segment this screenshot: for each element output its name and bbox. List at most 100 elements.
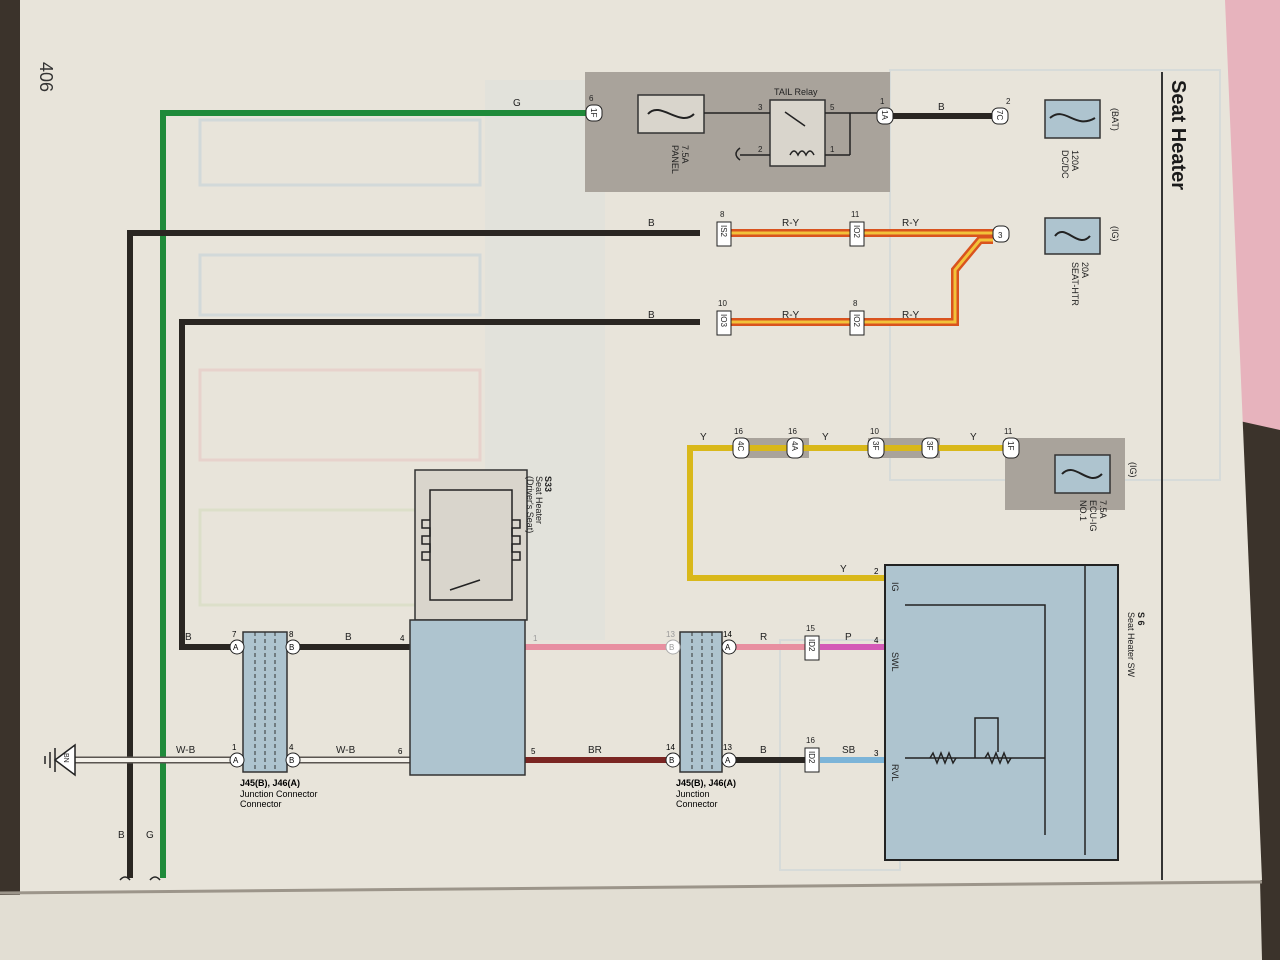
pin-id2-sb: 16 [806, 736, 815, 745]
label-g-bottom: G [146, 830, 154, 841]
pin-4c: 16 [734, 427, 743, 436]
label-ry-1: R-Y [782, 218, 800, 229]
label-y-2: Y [822, 432, 829, 443]
ground-symbol: BN [44, 743, 76, 777]
pin-io2-b: 8 [853, 299, 858, 308]
jb-b1: B [289, 643, 294, 652]
label-wb-1: W-B [176, 745, 196, 756]
fuse-ecu-source: (IG) [1128, 462, 1138, 478]
pin-1a: 1 [880, 97, 885, 106]
s33-line2: (Driver's Seat) [525, 476, 535, 533]
label-ry-4: R-Y [902, 310, 920, 321]
pin-io2-a: 11 [851, 210, 860, 219]
pin-id2-p: 15 [806, 624, 815, 633]
s6-id: S 6 [1136, 612, 1146, 626]
conn-1f-top: 1F [589, 108, 598, 117]
conn-3f-b: 3F [925, 441, 934, 450]
label-wb-2: W-B [336, 745, 356, 756]
conn-io2-b: IO2 [852, 314, 861, 327]
jm-pin-13b: 13 [723, 743, 732, 752]
label-b-233: B [648, 218, 655, 229]
fuse-dcdc-source: (BAT) [1110, 108, 1120, 131]
facing-page [0, 880, 1262, 960]
jb-pin-4: 4 [289, 743, 294, 752]
pin-7c: 2 [1006, 97, 1011, 106]
fuse-ecu-rating: 7.5A [1098, 500, 1108, 519]
fuse-seat-rating: 20A [1080, 262, 1090, 278]
pin-3f: 10 [870, 427, 879, 436]
tail-relay: TAIL Relay 3 5 2 1 [704, 87, 878, 167]
tail-relay-name: TAIL Relay [774, 87, 818, 97]
jm-line2: Connector [676, 799, 718, 809]
jm-b2: B [669, 756, 674, 765]
junction-connector-bottom: A B A B 7 8 1 4 J45(B), J46(A) Junction … [229, 630, 318, 809]
jm-b1: B [669, 643, 674, 652]
conn-io3: IO3 [719, 314, 728, 327]
relay-pin-5: 5 [830, 103, 835, 112]
jm-id: J45(B), J46(A) [676, 778, 736, 788]
label-r: R [760, 632, 767, 643]
label-br: BR [588, 745, 602, 756]
fuse-panel: 7.5A PANEL [637, 94, 705, 174]
fuse-panel-rating: 7.5A [680, 145, 690, 164]
relay-pin-2: 2 [758, 145, 763, 154]
conn-is2: IS2 [719, 225, 728, 238]
fuse-ecu-name: ECU-IG [1088, 500, 1098, 532]
relay-pin-3: 3 [758, 103, 763, 112]
page-title: Seat Heater [1167, 80, 1189, 190]
s33-pin-6: 6 [398, 747, 403, 756]
fuse-ecu-ig: (IG) 7.5A ECU-IG NO.1 [1054, 454, 1138, 532]
pin-seat-htr: 3 [998, 231, 1003, 240]
connectors: 7C 2 1A 1 1F 6 3 IS2 8 IO2 11 IO3 10 IO2… [585, 94, 1020, 773]
relay-pin-1: 1 [830, 145, 835, 154]
s33-pin-1: 1 [533, 634, 538, 643]
label-b-bat: B [938, 102, 945, 113]
page-number: 406 [36, 62, 56, 92]
pin-io3: 10 [718, 299, 727, 308]
jb-pin-7: 7 [232, 630, 237, 639]
label-ry-3: R-Y [782, 310, 800, 321]
fuse-seat-htr: (IG) 20A SEAT-HTR [1044, 217, 1120, 306]
label-b-j1: B [185, 632, 192, 643]
label-y-4: Y [840, 564, 847, 575]
conn-id2-p: ID2 [807, 639, 816, 652]
s6-term-rvl: RVL [890, 764, 900, 781]
fuse-panel-name: PANEL [670, 145, 680, 174]
s6-pin-4: 4 [874, 636, 879, 645]
wire-end-marks [119, 876, 161, 881]
jm-pin-13a: 13 [666, 630, 675, 639]
jb-a1: A [233, 643, 239, 652]
s6-name: Seat Heater SW [1126, 612, 1136, 678]
fuse-dcdc: (BAT) 120A DC/DC [1044, 99, 1120, 179]
jm-pin-14a: 14 [723, 630, 732, 639]
wire-black-io3 [179, 319, 700, 650]
label-b-bottom: B [118, 830, 125, 841]
fuse-ecu-name2: NO.1 [1078, 500, 1088, 521]
wire-yellow [687, 445, 1005, 581]
relay-block-shade [585, 72, 890, 192]
label-y-3: Y [970, 432, 977, 443]
conn-4c: 4C [736, 441, 745, 451]
pin-4a: 16 [788, 427, 797, 436]
label-p: P [845, 632, 852, 643]
jm-pin-14b: 14 [666, 743, 675, 752]
pin-1f-ecu: 11 [1004, 427, 1013, 436]
label-g: G [513, 98, 521, 109]
s33-pin-4: 4 [400, 634, 405, 643]
jm-line1: Junction [676, 789, 710, 799]
label-sb: SB [842, 745, 856, 756]
jb-b2: B [289, 756, 294, 765]
pin-is2: 8 [720, 210, 725, 219]
jm-a2: A [725, 756, 731, 765]
s6-pin-3: 3 [874, 749, 879, 758]
ground-bn: BN [62, 753, 69, 763]
label-b-322: B [648, 310, 655, 321]
s6-term-ig: IG [890, 582, 900, 592]
s33-line1: Seat Heater [534, 476, 544, 524]
label-y-1: Y [700, 432, 707, 443]
conn-3f-a: 3F [871, 441, 880, 450]
jb-pin-8: 8 [289, 630, 294, 639]
fuse-seat-name: SEAT-HTR [1070, 262, 1080, 306]
jb-a2: A [233, 756, 239, 765]
